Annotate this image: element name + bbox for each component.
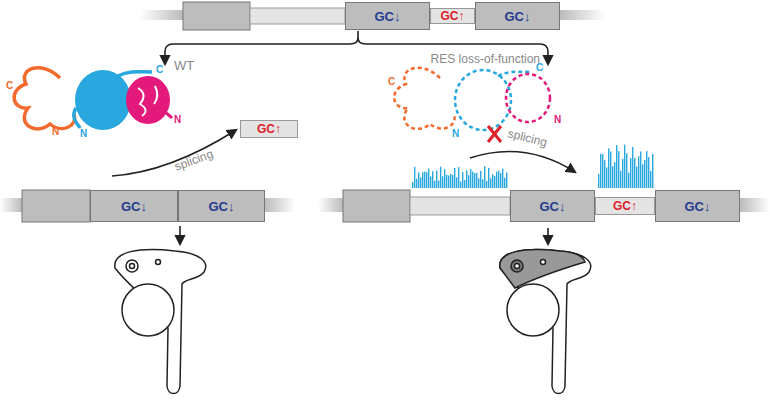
terminus-label: C bbox=[388, 76, 395, 88]
exon-box: GC↓ bbox=[178, 190, 265, 222]
embryo-normal bbox=[115, 250, 206, 394]
gc-content-label: GC↓ bbox=[505, 9, 531, 24]
intron-box: GC↑ bbox=[430, 8, 475, 24]
exon-box: GC↓ bbox=[475, 2, 560, 30]
terminus-label: N bbox=[174, 114, 181, 126]
exon-box: GC↓ bbox=[345, 2, 430, 30]
terminus-label: N bbox=[452, 128, 459, 140]
protein-complex bbox=[14, 68, 172, 130]
splicing-arrow bbox=[112, 130, 236, 176]
blocked-mark bbox=[488, 126, 501, 142]
gene-backbone bbox=[140, 2, 605, 30]
exon-box: GC↓ bbox=[510, 190, 595, 222]
terminus-label: N bbox=[52, 126, 59, 138]
protein-complex-lost bbox=[394, 68, 550, 130]
exon-box: GC↓ bbox=[655, 190, 740, 222]
exon-box: GC↓ bbox=[90, 190, 178, 222]
embryo-mutant bbox=[500, 250, 591, 394]
intron-box: GC↑ bbox=[595, 197, 655, 215]
intron-box: GC↑ bbox=[240, 120, 298, 138]
gc-content-label: GC↓ bbox=[121, 199, 147, 214]
process-label: splicing bbox=[173, 147, 216, 174]
branch-label: RES loss-of-function bbox=[430, 52, 540, 66]
gc-content-label: GC↑ bbox=[257, 122, 281, 136]
gc-content-label: GC↓ bbox=[685, 199, 711, 214]
gc-content-label: GC↓ bbox=[375, 9, 401, 24]
process-label: splicing bbox=[506, 126, 548, 150]
spliced-transcript bbox=[0, 190, 295, 222]
terminus-label: N bbox=[554, 114, 561, 126]
gc-content-label: GC↑ bbox=[441, 9, 465, 23]
unspliced-transcript bbox=[318, 190, 770, 222]
terminus-label: N bbox=[80, 128, 87, 140]
gc-content-label: GC↓ bbox=[540, 199, 566, 214]
terminus-label: C bbox=[536, 62, 543, 74]
terminus-label: C bbox=[6, 80, 13, 92]
terminus-label: C bbox=[156, 64, 163, 76]
down-arrow bbox=[180, 226, 548, 244]
splicing-arrow bbox=[470, 152, 575, 172]
gc-content-label: GC↑ bbox=[613, 199, 637, 213]
gc-content-label: GC↓ bbox=[209, 199, 235, 214]
branch-label: WT bbox=[174, 58, 194, 74]
read-coverage bbox=[412, 145, 653, 188]
